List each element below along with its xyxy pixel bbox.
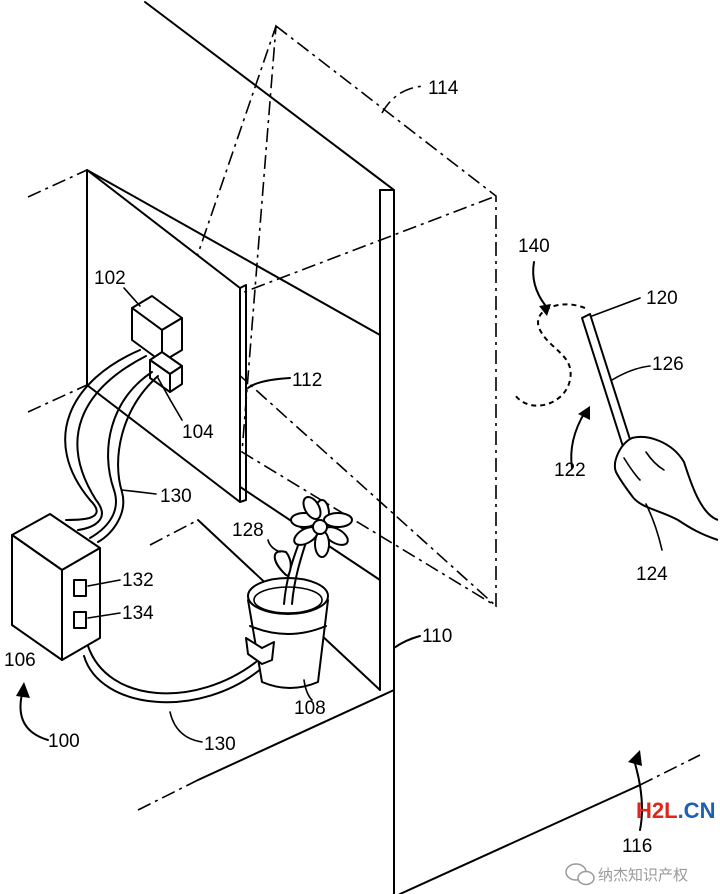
watermark-chinese: 纳杰知识产权 <box>598 866 688 884</box>
label-system: 100 <box>48 731 80 752</box>
label-wires-upper: 130 <box>160 486 192 507</box>
floor-arrow <box>628 750 643 831</box>
label-gesture: 122 <box>554 460 586 481</box>
sensor-housing <box>123 287 183 421</box>
window-panel <box>86 169 291 503</box>
label-floor: 116 <box>622 836 652 857</box>
label-controller: 106 <box>4 650 36 671</box>
hand <box>614 436 719 551</box>
flower-petals <box>290 496 353 558</box>
label-field-of-view: 114 <box>428 78 459 99</box>
label-button-b: 134 <box>122 603 154 624</box>
controller-box <box>11 513 121 661</box>
label-gesture-path: 140 <box>518 236 550 257</box>
label-wall: 110 <box>422 626 452 647</box>
label-hand: 124 <box>636 564 668 585</box>
watermark-cn: .CN <box>678 798 716 823</box>
watermark-h2l: H2L <box>636 798 678 823</box>
label-wand-tip: 120 <box>646 288 678 309</box>
wires <box>64 349 263 743</box>
label-button-a: 132 <box>122 570 154 591</box>
label-plant: 128 <box>232 520 264 541</box>
label-wand: 126 <box>652 354 684 375</box>
gesture-path <box>514 261 590 469</box>
label-sensor-top: 102 <box>94 268 126 289</box>
watermark: H2L.CN 纳杰知识产权 <box>565 798 715 886</box>
label-sensor-bottom: 104 <box>182 422 214 443</box>
flower <box>267 496 353 605</box>
flower-pot <box>245 577 329 701</box>
label-wires-lower: 130 <box>204 734 236 755</box>
system-arrow <box>16 682 49 741</box>
svg-text:H2L.CN: H2L.CN <box>636 798 715 823</box>
wechat-icon <box>565 863 595 886</box>
label-pot: 108 <box>294 698 326 719</box>
wand <box>581 297 651 457</box>
wall-panel <box>144 1 421 894</box>
label-window: 112 <box>292 370 322 391</box>
